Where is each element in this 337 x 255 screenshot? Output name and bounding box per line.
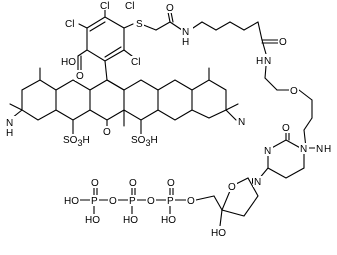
bond-lines (9, 8, 319, 227)
atom-n-amide2: N (264, 56, 271, 67)
atom-n-left: N (6, 118, 13, 129)
atom-h-amide2: H (256, 56, 263, 67)
atom-so3h-left: SO3H (63, 135, 90, 148)
atom-so3h-right: SO3H (131, 135, 158, 148)
atom-p2: P (129, 196, 136, 207)
atom-h-left: H (6, 128, 13, 139)
atom-ho-p2-bottom: HO (123, 215, 138, 226)
atom-o-sugar: O (228, 182, 236, 193)
atom-cl-right: Cl (131, 57, 140, 68)
atom-n-right: N (238, 117, 245, 128)
atom-o-cytosine: O (282, 123, 290, 134)
atom-sulfur: S (136, 19, 143, 30)
atom-o-amide1: O (166, 3, 174, 14)
atom-o-xanthene: O (103, 127, 111, 138)
atom-o-ether: O (290, 86, 298, 97)
atom-p1: P (91, 196, 98, 207)
atom-o-p3-top: O (167, 178, 175, 189)
atom-cl-top-right: Cl (125, 1, 134, 12)
atom-o-p12: O (109, 196, 117, 207)
atom-o-p1-top: O (91, 178, 99, 189)
atom-labels: Cl Cl Cl Cl S O N H HO O O H N O N H O N… (4, 0, 335, 239)
atom-n-cytosine-top: N (264, 146, 271, 157)
atom-ho-acid: HO (61, 57, 76, 68)
atom-o-acid: O (76, 71, 84, 82)
atom-ho-p1-left: HO (64, 196, 79, 207)
atom-p3: P (167, 196, 174, 207)
atom-o-p2-top: O (129, 178, 137, 189)
atom-n-cytosine-base: N (254, 177, 261, 188)
atom-h-cytosine-amine: H (324, 144, 331, 155)
atom-h-amide1: H (182, 37, 189, 48)
atom-n-cytosine-amine: N (316, 144, 323, 155)
atom-ho-p3-bottom: HO (161, 215, 176, 226)
atom-cl-top-left: Cl (100, 1, 109, 12)
atom-ho-p1-bottom: HO (85, 215, 100, 226)
atom-o-link: O (187, 196, 195, 207)
atom-o-p23: O (147, 196, 155, 207)
atom-ho-sugar: HO (211, 228, 226, 239)
atom-o-amide2: O (279, 37, 287, 48)
atom-n-amide1: N (182, 27, 189, 38)
atom-cl-left: Cl (65, 19, 74, 30)
atom-n-cytosine-mid: N (300, 144, 307, 155)
